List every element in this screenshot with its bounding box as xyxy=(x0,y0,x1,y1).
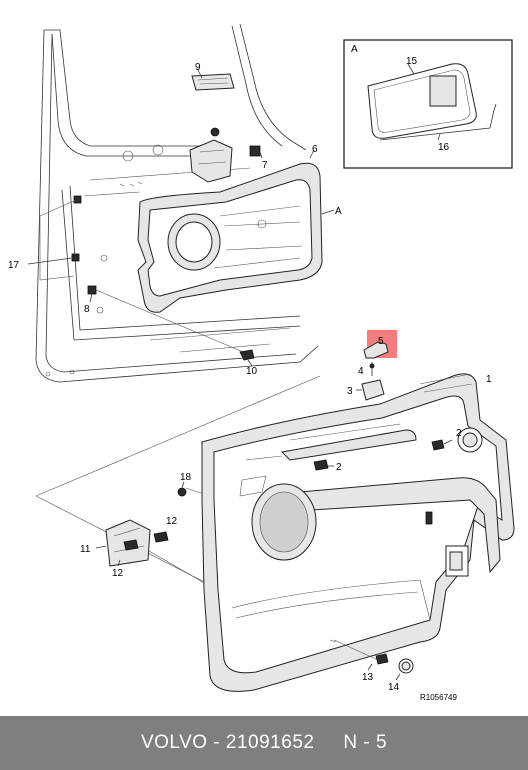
callout-18: 18 xyxy=(180,472,192,483)
part-18-clip xyxy=(177,481,187,497)
part-4-screw xyxy=(369,362,375,376)
callout-1: 1 xyxy=(486,374,492,385)
part-6-inner-panel xyxy=(137,162,323,313)
callout-10: 10 xyxy=(246,366,258,377)
callout-3: 3 xyxy=(347,386,353,397)
callout-4: 4 xyxy=(358,366,364,377)
drawing-reference: R1056749 xyxy=(420,693,457,702)
callout-14: 14 xyxy=(388,682,400,693)
callout-15: 15 xyxy=(406,56,418,67)
part-1-door-trim-panel xyxy=(201,373,515,692)
callout-17: 17 xyxy=(8,260,20,271)
exploded-parts-diagram: 9 6 7 A 17 8 10 5 4 3 1 2 2 18 12 11 12 … xyxy=(8,23,515,702)
leader-lines-upper xyxy=(309,149,335,215)
door-frame-outline xyxy=(35,23,319,383)
part-12-screws xyxy=(117,531,169,567)
part-9-handle xyxy=(191,69,235,91)
callout-16: 16 xyxy=(438,142,450,153)
detail-box-label: A xyxy=(351,44,358,55)
callout-12-bottom: 12 xyxy=(112,568,124,579)
part-5-highlighted xyxy=(363,330,397,359)
latch-small-marks xyxy=(119,181,143,187)
part-10-screw xyxy=(95,289,255,367)
part-13-screw xyxy=(333,639,389,671)
callout-2-right: 2 xyxy=(456,428,462,439)
callout-6: 6 xyxy=(312,144,318,155)
callout-13: 13 xyxy=(362,672,374,683)
detail-box-a xyxy=(343,39,513,169)
part-7-clip xyxy=(249,145,263,159)
callout-11: 11 xyxy=(80,544,91,555)
callout-7: 7 xyxy=(262,160,268,171)
part-14-cap xyxy=(395,658,414,681)
callout-9: 9 xyxy=(195,62,201,73)
footer-part-number: VOLVO - 21091652 N - 5 xyxy=(140,732,388,753)
callout-5: 5 xyxy=(378,336,384,347)
part-11-bracket xyxy=(95,519,151,567)
callout-8: 8 xyxy=(84,304,90,315)
part-17-clips xyxy=(27,195,82,281)
callout-2-center: 2 xyxy=(336,462,342,473)
part-8-clip xyxy=(87,285,97,303)
footer-bar: VOLVO - 21091652 N - 5 xyxy=(0,716,528,770)
part-2-screws xyxy=(313,439,453,471)
callout-12-top: 12 xyxy=(166,516,178,527)
callout-a: A xyxy=(335,206,342,217)
part-3-clip xyxy=(356,379,385,401)
latch-assembly xyxy=(189,127,233,183)
